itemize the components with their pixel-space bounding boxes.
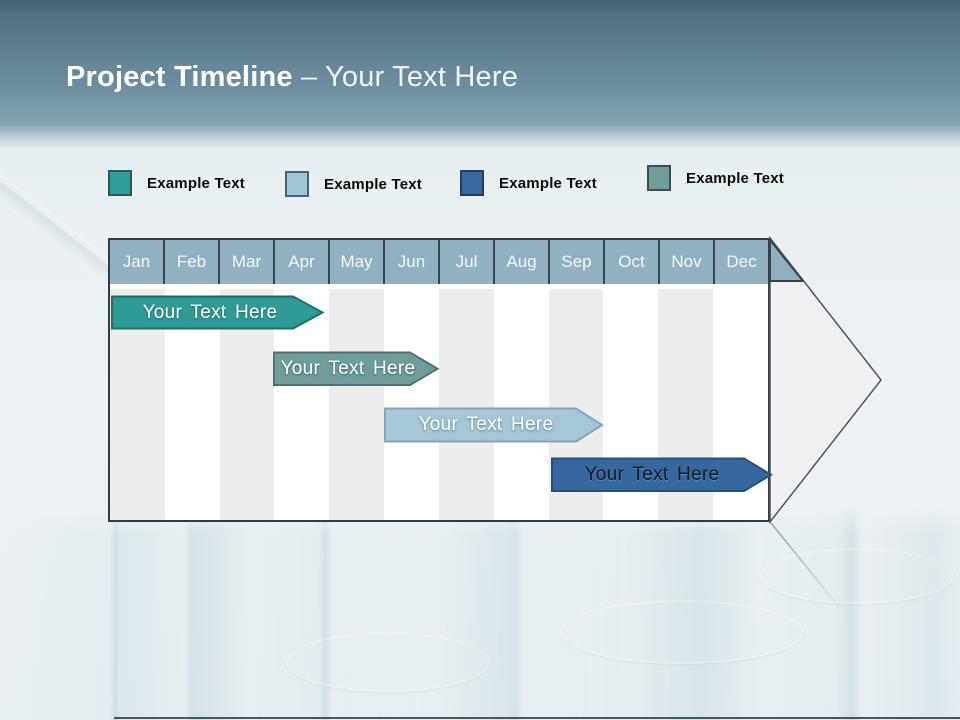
month-cell-may: May: [330, 240, 385, 284]
timeline-end-arrow: [769, 235, 882, 525]
beaker-rim-decoration: [286, 632, 490, 692]
legend-swatch-teal: [108, 170, 132, 196]
beaker-rim-decoration: [760, 548, 954, 604]
slide-title: Project Timeline – Your Text Here: [66, 61, 518, 94]
column-stripe: [493, 289, 549, 520]
month-cell-nov: Nov: [660, 240, 715, 284]
month-cell-jul: Jul: [440, 240, 495, 284]
header-body-gap: [110, 284, 768, 289]
gantt-bar-label: Your Text Here: [142, 302, 278, 323]
month-cell-apr: Apr: [275, 240, 330, 284]
month-cell-jan: Jan: [110, 240, 165, 284]
column-stripe: [329, 289, 385, 520]
month-cell-dec: Dec: [726, 252, 757, 271]
month-cell-feb: Feb: [165, 240, 220, 284]
legend-label: Example Text: [686, 169, 784, 187]
counter-edge-line: [114, 717, 960, 719]
month-header-row: Jan Feb Mar Apr May Jun Jul Aug Sep Oct …: [110, 240, 768, 284]
legend-item-1: Example Text: [108, 170, 245, 196]
column-stripe: [384, 289, 439, 520]
test-tubes-decoration: [0, 505, 960, 720]
legend-label: Example Text: [147, 174, 245, 192]
gantt-bar-label: Your Text Here: [418, 414, 554, 435]
column-stripe: [438, 289, 494, 520]
legend-swatch-darkblue: [460, 170, 484, 196]
legend-swatch-grayteal: [647, 165, 671, 191]
legend-item-2: Example Text: [285, 171, 422, 197]
timeline-end-arrow-header-part: [769, 237, 806, 282]
month-cell-jun: Jun: [385, 240, 440, 284]
legend-label: Example Text: [499, 174, 597, 192]
month-cell-oct: Oct: [605, 240, 660, 284]
month-cell-mar: Mar: [220, 240, 275, 284]
month-cell-aug: Aug: [495, 240, 550, 284]
legend-label: Example Text: [324, 175, 422, 193]
gantt-bar-label: Your Text Here: [280, 358, 416, 379]
beaker-rim-decoration: [560, 600, 804, 664]
slide-title-sub: – Your Text Here: [292, 61, 519, 93]
legend-item-3: Example Text: [460, 170, 597, 196]
slide-title-main: Project Timeline: [66, 61, 293, 93]
month-cell-sep: Sep: [550, 240, 605, 284]
gantt-bar-label: Your Text Here: [584, 464, 720, 485]
legend-item-4: Example Text: [647, 165, 784, 191]
legend-swatch-lightblue: [285, 171, 309, 197]
